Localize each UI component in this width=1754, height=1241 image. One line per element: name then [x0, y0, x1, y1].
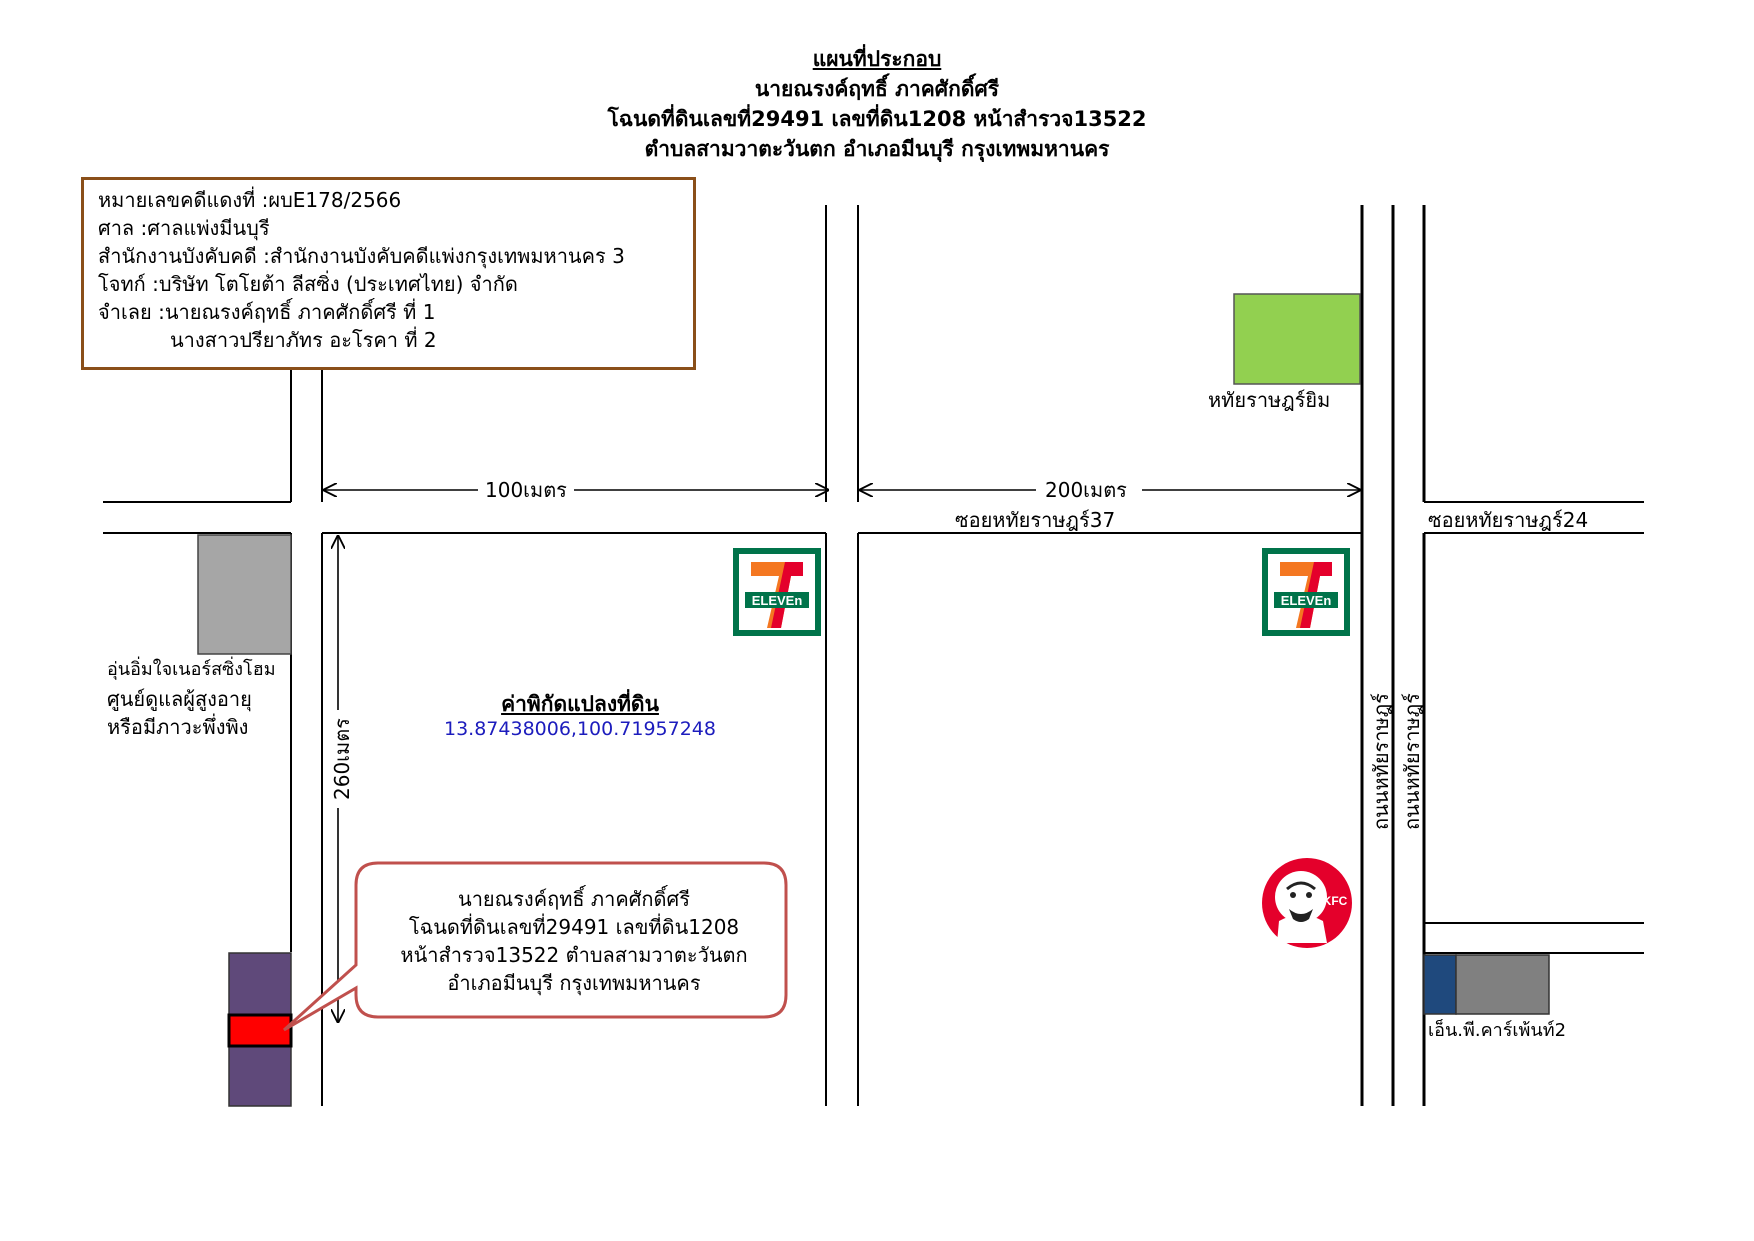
distance-markers — [324, 490, 1360, 1022]
nursing-home-desc-2: หรือมีภาวะพึ่งพิง — [107, 715, 249, 739]
header-title: แผนที่ประกอบ — [812, 47, 942, 71]
main-road-label-2: ถนนหทัยราษฎร์ — [1400, 693, 1424, 830]
seven-eleven-logo-2: ELEVEn — [1262, 548, 1350, 636]
main-road-label-1: ถนนหทัยราษฎร์ — [1369, 693, 1393, 830]
case-info-box: หมายเลขคดีแดงที่ :ผบE178/2566 ศาล :ศาลแพ… — [81, 177, 696, 370]
nursing-home-desc-1: ศูนย์ดูแลผู้สูงอายุ — [107, 687, 252, 711]
callout-owner: นายณรงค์ฤทธิ์ ภาคศักดิ์ศรี — [458, 887, 690, 911]
kfc-logo: KFC — [1262, 858, 1352, 948]
header-deed: โฉนดที่ดินเลขที่29491 เลขที่ดิน1208 หน้า… — [607, 107, 1147, 131]
callout-deed: โฉนดที่ดินเลขที่29491 เลขที่ดิน1208 — [408, 915, 740, 939]
case-defendant-1: จำเลย :นายณรงค์ฤทธิ์ ภาคศักดิ์ศรี ที่ 1 — [98, 300, 436, 324]
nursing-home-label: อุ่นอิ่มใจเนอร์สซิ่งโฮม — [107, 659, 276, 680]
soi24-label: ซอยหทัยราษฎร์24 — [1428, 508, 1589, 532]
seven-eleven-label-2: ELEVEn — [1281, 593, 1332, 608]
hathai-gym-label: หทัยราษฎร์ยิม — [1208, 388, 1331, 412]
case-red-number: หมายเลขคดีแดงที่ :ผบE178/2566 — [98, 188, 402, 212]
target-parcel-marker — [227, 1013, 293, 1048]
np-carpaint-gray-building — [1455, 954, 1550, 1015]
callout-district: อำเภอมีนบุรี กรุงเทพมหานคร — [447, 971, 701, 995]
header-location: ตำบลสามวาตะวันตก อำเภอมีนบุรี กรุงเทพมหา… — [644, 137, 1110, 161]
distance-100m-label: 100เมตร — [485, 478, 567, 502]
coordinates-title: ค่าพิกัดแปลงที่ดิน — [501, 692, 659, 716]
case-defendant-2: นางสาวปรียาภัทร อะโรคา ที่ 2 — [170, 328, 437, 352]
seven-eleven-logo-1: ELEVEn — [733, 548, 821, 636]
map-header: แผนที่ประกอบ นายณรงค์ฤทธิ์ ภาคศักดิ์ศรี … — [0, 44, 1754, 164]
case-plaintiff: โจทก์ :บริษัท โตโยต้า ลีสซิ่ง (ประเทศไทย… — [98, 272, 518, 296]
np-carpaint-blue-building — [1423, 954, 1457, 1015]
case-court: ศาล :ศาลแพ่งมีนบุรี — [98, 216, 270, 240]
case-enforcement-office: สำนักงานบังคับคดี :สำนักงานบังคับคดีแพ่ง… — [98, 244, 625, 268]
distance-200m-label: 200เมตร — [1045, 478, 1127, 502]
coordinates-value: 13.87438006,100.71957248 — [444, 718, 716, 740]
kfc-label: KFC — [1323, 894, 1348, 908]
parcel-callout-text: นายณรงค์ฤทธิ์ ภาคศักดิ์ศรี โฉนดที่ดินเลข… — [366, 885, 782, 997]
hathai-gym-building — [1233, 293, 1361, 385]
nursing-home-building — [197, 534, 292, 655]
distance-260m-label: 260เมตร — [330, 718, 354, 800]
header-owner: นายณรงค์ฤทธิ์ ภาคศักดิ์ศรี — [754, 77, 1000, 101]
callout-survey: หน้าสำรวจ13522 ตำบลสามวาตะวันตก — [400, 943, 748, 967]
seven-eleven-label-1: ELEVEn — [752, 593, 803, 608]
callout-bubble — [282, 861, 788, 1032]
np-carpaint-label: เอ็น.พี.คาร์เพ้นท์2 — [1428, 1020, 1567, 1041]
soi37-label: ซอยหทัยราษฎร์37 — [955, 508, 1116, 532]
road-lines — [103, 205, 1644, 1106]
